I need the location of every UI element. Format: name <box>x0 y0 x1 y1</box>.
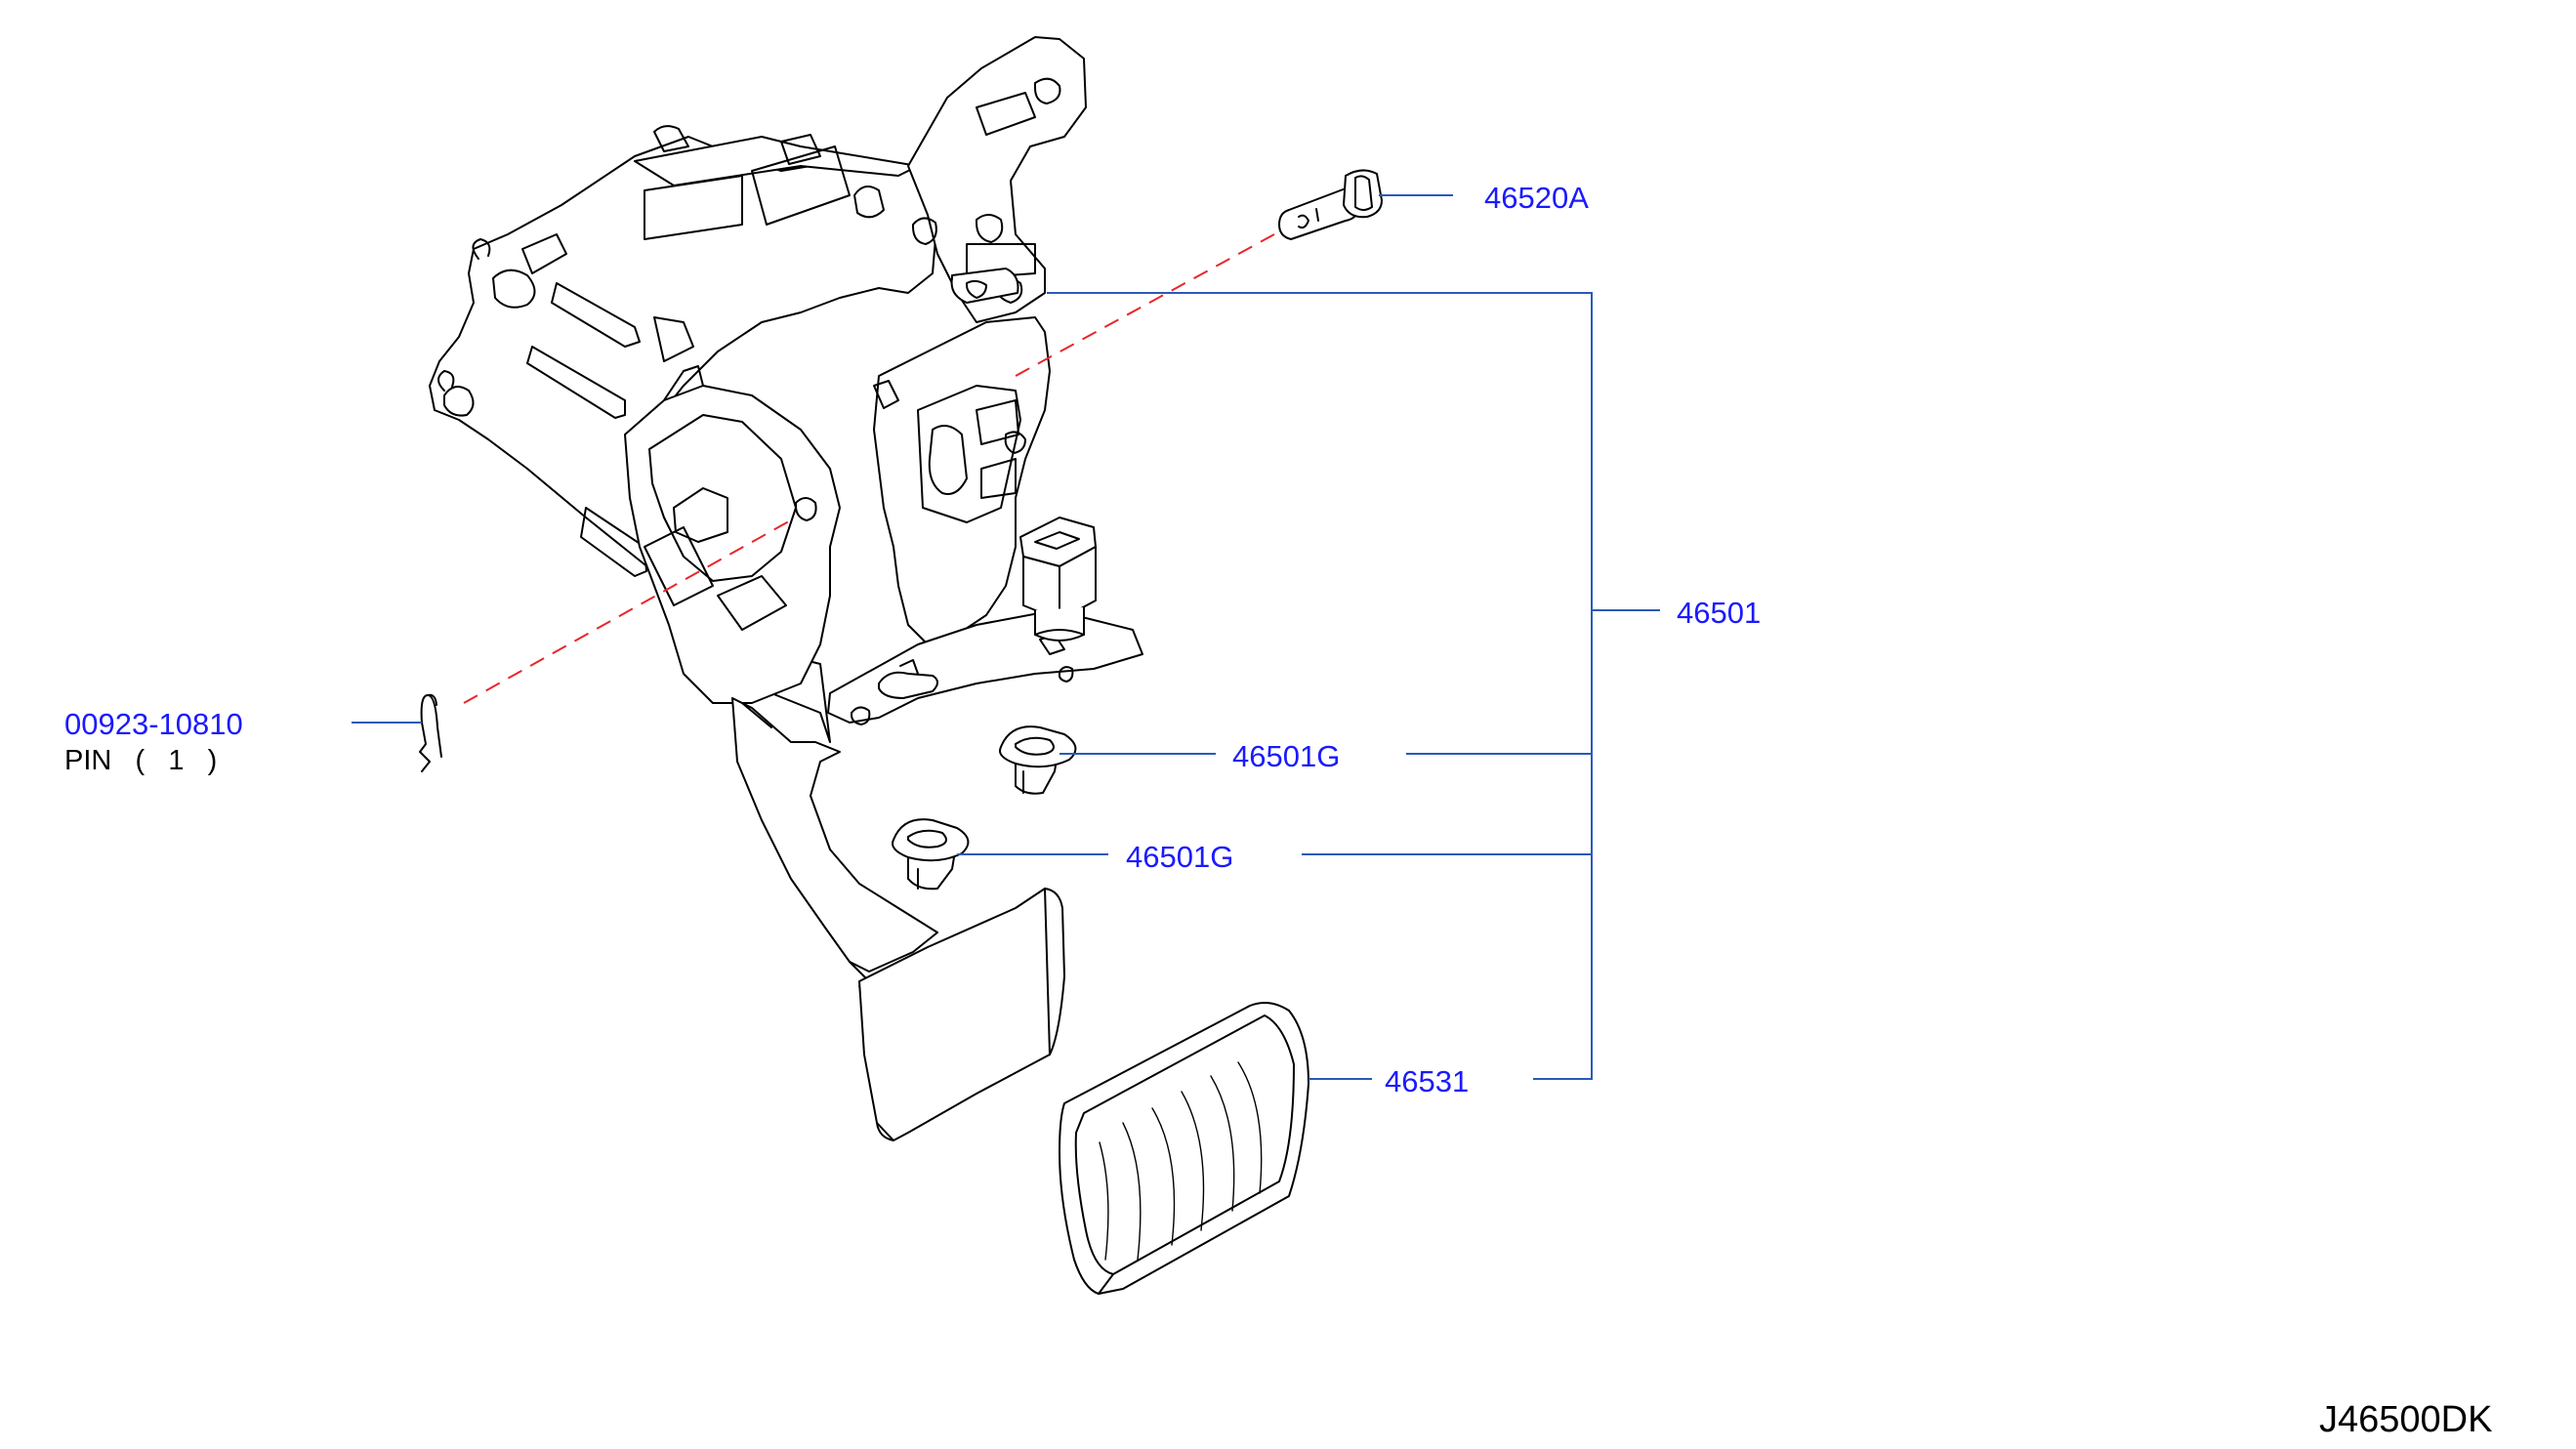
diagram-code: J46500DK <box>2319 1399 2492 1440</box>
center-lines <box>463 233 1275 704</box>
bushing-upper-drawing <box>999 725 1077 795</box>
part-number-pin[interactable]: 00923-10810 <box>64 707 243 741</box>
bolt-drawing <box>1278 169 1383 240</box>
leader-bracket <box>1047 292 1593 1080</box>
part-number-bolt[interactable]: 46520A <box>1484 181 1589 215</box>
pedal-pad-drawing <box>1059 1001 1309 1295</box>
pin-center-line <box>463 517 797 704</box>
part-number-bushing-lower[interactable]: 46501G <box>1126 840 1233 874</box>
bolt-center-line <box>1015 233 1275 377</box>
bushing-lower-drawing <box>892 818 970 890</box>
part-number-pedal-assembly[interactable]: 46501 <box>1677 596 1761 630</box>
pin-drawing <box>419 693 442 772</box>
pedal-bracket-drawing <box>429 36 1143 1141</box>
leader-lines <box>352 194 1660 1080</box>
pin-description: PIN ( 1 ) <box>64 745 217 776</box>
part-number-bushing-upper[interactable]: 46501G <box>1232 739 1340 773</box>
part-number-pedal-pad[interactable]: 46531 <box>1385 1064 1469 1098</box>
part-labels: 46520A 46501 46501G 46501G 46531 00923-1… <box>64 181 2492 1440</box>
